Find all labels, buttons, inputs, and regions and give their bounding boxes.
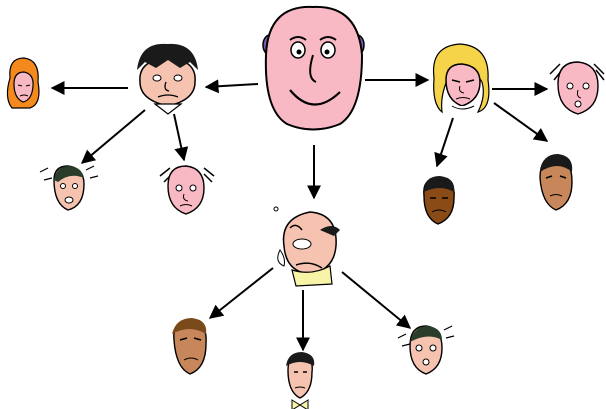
left-node <box>137 43 198 115</box>
left-c-node <box>159 165 215 215</box>
left-a-node <box>6 57 40 109</box>
center-c-node <box>397 325 455 375</box>
edge-center-centera <box>208 267 274 319</box>
edge-left-leftb <box>80 109 146 164</box>
edges <box>50 73 549 352</box>
edge-left-leftc <box>173 113 189 162</box>
right-node <box>432 43 490 114</box>
edge-right-rightc <box>493 102 549 142</box>
left-b-node <box>39 165 99 211</box>
edge-root-left <box>204 79 259 94</box>
edge-center-centerc <box>341 271 412 329</box>
right-c-node <box>539 154 573 211</box>
edge-right-rightb <box>434 117 454 168</box>
center-node <box>273 206 340 287</box>
right-a-node <box>549 61 605 115</box>
root-node <box>262 5 365 131</box>
right-b-node <box>423 176 455 225</box>
center-b-node <box>286 352 315 409</box>
center-a-node <box>172 318 207 375</box>
